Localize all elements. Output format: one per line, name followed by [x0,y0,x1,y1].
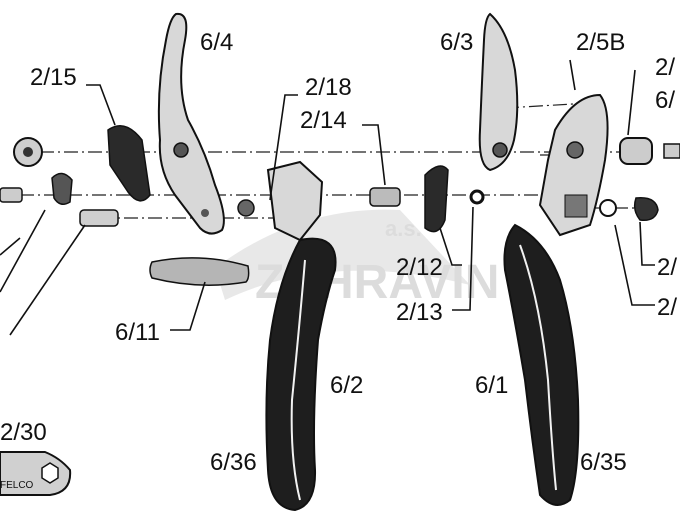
leader-lines [0,59,655,336]
label-right-second: 6/ [655,87,675,114]
small-parts [0,125,680,286]
blade-pivot-hole-right [492,142,508,158]
spring-plate [107,125,151,202]
label-6-3: 6/3 [440,29,473,56]
screw-right [663,143,680,159]
lock-wheel-hub [23,147,33,157]
head-pivot [566,141,584,159]
watermark: a.s. ZAHRAVIN [215,209,499,309]
bolt-2-14 [369,187,401,207]
label-2-15: 2/15 [30,64,77,91]
upper-handle-left-grip [265,237,337,512]
wrench-brand: FELCO [0,480,34,491]
label-2-30: 2/30 [0,419,47,446]
nut-right [619,137,653,165]
label-6-11: 6/11 [115,319,160,346]
upper-blade-right [478,12,519,172]
bolt [79,209,119,227]
blade-rivet [201,209,209,217]
cap-right [633,197,659,222]
catch [51,172,73,205]
washer-2-18 [237,199,255,217]
washer-2-13 [469,189,485,205]
label-2-13: 2/13 [396,299,443,326]
label-right-mid: 2/ [657,254,677,281]
blade-pivot-hole [173,142,189,158]
label-6-2: 6/2 [330,372,363,399]
head-nut [564,194,588,218]
part-2-12 [424,165,449,233]
label-right-top: 2/ [655,54,675,81]
label-right-low: 2/ [657,294,677,321]
label-2-12: 2/12 [396,254,443,281]
wrench-hex-hole [41,462,59,484]
upper-handle-left-head [266,160,324,242]
ring-right [599,199,617,217]
label-2-14: 2/14 [300,107,347,134]
grip-highlight-right [519,244,557,491]
upper-blade-left [157,12,225,235]
part-labels: 6/4 6/3 2/5B 2/15 2/18 2/14 2/12 2/13 6/… [0,29,677,476]
label-2-5B: 2/5B [576,29,625,56]
label-6-35: 6/35 [580,449,627,476]
watermark-line1: a.s. [385,216,422,241]
label-6-36: 6/36 [210,449,257,476]
lower-blade-head-right [538,93,609,237]
spring-6-11 [149,257,250,286]
label-6-4: 6/4 [200,29,233,56]
lower-handle-right-grip [503,223,580,506]
label-2-18: 2/18 [305,74,352,101]
label-6-1: 6/1 [475,372,508,399]
grip-highlight [290,259,306,501]
wrench-tool: FELCO [0,451,72,496]
screw-left [0,187,23,203]
